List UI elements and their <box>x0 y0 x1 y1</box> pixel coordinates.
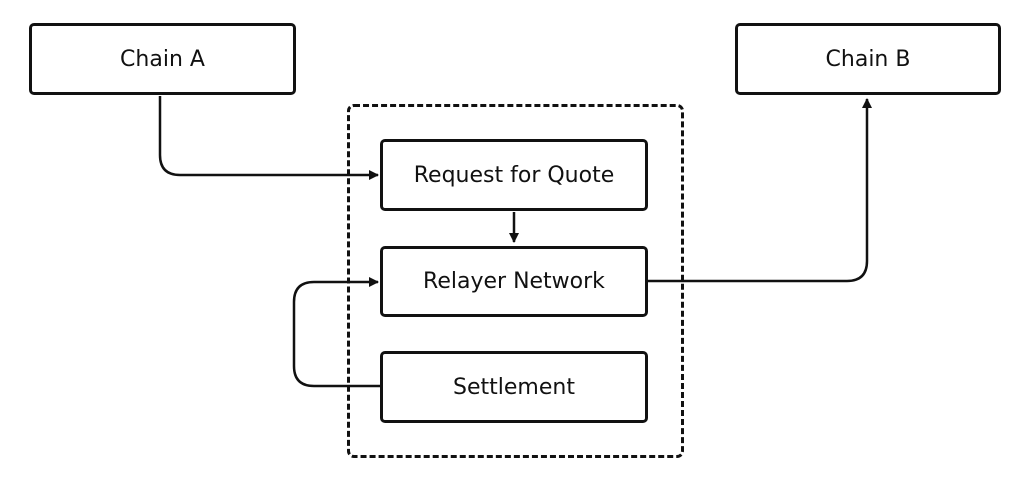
request-for-quote-label: Request for Quote <box>413 162 615 188</box>
settlement-label: Settlement <box>453 374 575 400</box>
relayer-network-node: Relayer Network <box>380 246 648 317</box>
request-for-quote-node: Request for Quote <box>380 139 648 211</box>
chain-a-label: Chain A <box>120 46 205 72</box>
chain-b-label: Chain B <box>825 46 911 72</box>
chain-a-node: Chain A <box>29 23 296 95</box>
edge-chain-a-to-rfq <box>158 96 379 180</box>
relayer-network-label: Relayer Network <box>423 269 605 294</box>
settlement-node: Settlement <box>380 351 648 423</box>
edge-settlement-to-relayer <box>292 277 380 388</box>
edge-relayer-to-chain-b <box>648 98 872 283</box>
chain-b-node: Chain B <box>735 23 1001 95</box>
